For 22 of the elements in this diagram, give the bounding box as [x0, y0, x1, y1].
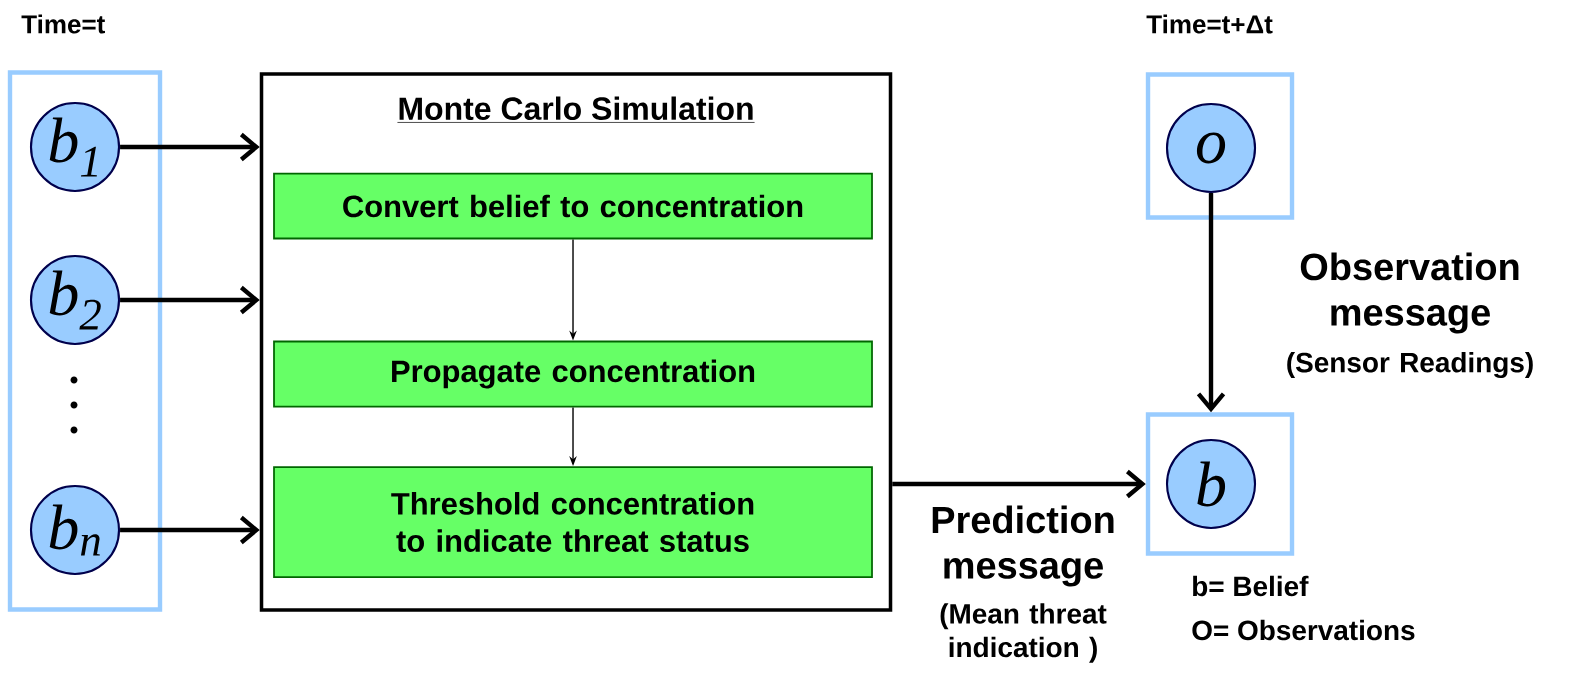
circle-node: b: [1165, 438, 1257, 530]
arrow: [120, 515, 260, 545]
circle-node: b$_{1}$: [29, 101, 121, 193]
circle-node: b$_{n}$: [29, 484, 121, 576]
note-text: (Sensor Readings): [1287, 351, 1533, 379]
circle-node: o: [1165, 102, 1257, 194]
edge-label: Observation message: [1300, 252, 1519, 334]
time-heading: Time=t+Δt: [1146, 14, 1273, 34]
key-text: O= Observations: [1192, 619, 1415, 641]
edge-label: Prediction message: [932, 505, 1114, 587]
arrow: [1196, 193, 1226, 413]
arrow: [892, 469, 1146, 499]
process-box: Threshold concentration to indicate threat status: [273, 466, 873, 578]
time-heading: Time=t: [21, 14, 105, 34]
key-text: b= Belief: [1193, 575, 1309, 597]
circle-node: b$_{2}$: [29, 254, 121, 346]
process-box: Propagate concentration: [273, 340, 873, 408]
note-text: (Mean threat indication ): [940, 603, 1107, 663]
process-box: Convert belief to concentration: [273, 172, 873, 240]
group-frame: [1145, 412, 1295, 556]
arrow: [120, 132, 260, 162]
arrow: [120, 285, 260, 315]
